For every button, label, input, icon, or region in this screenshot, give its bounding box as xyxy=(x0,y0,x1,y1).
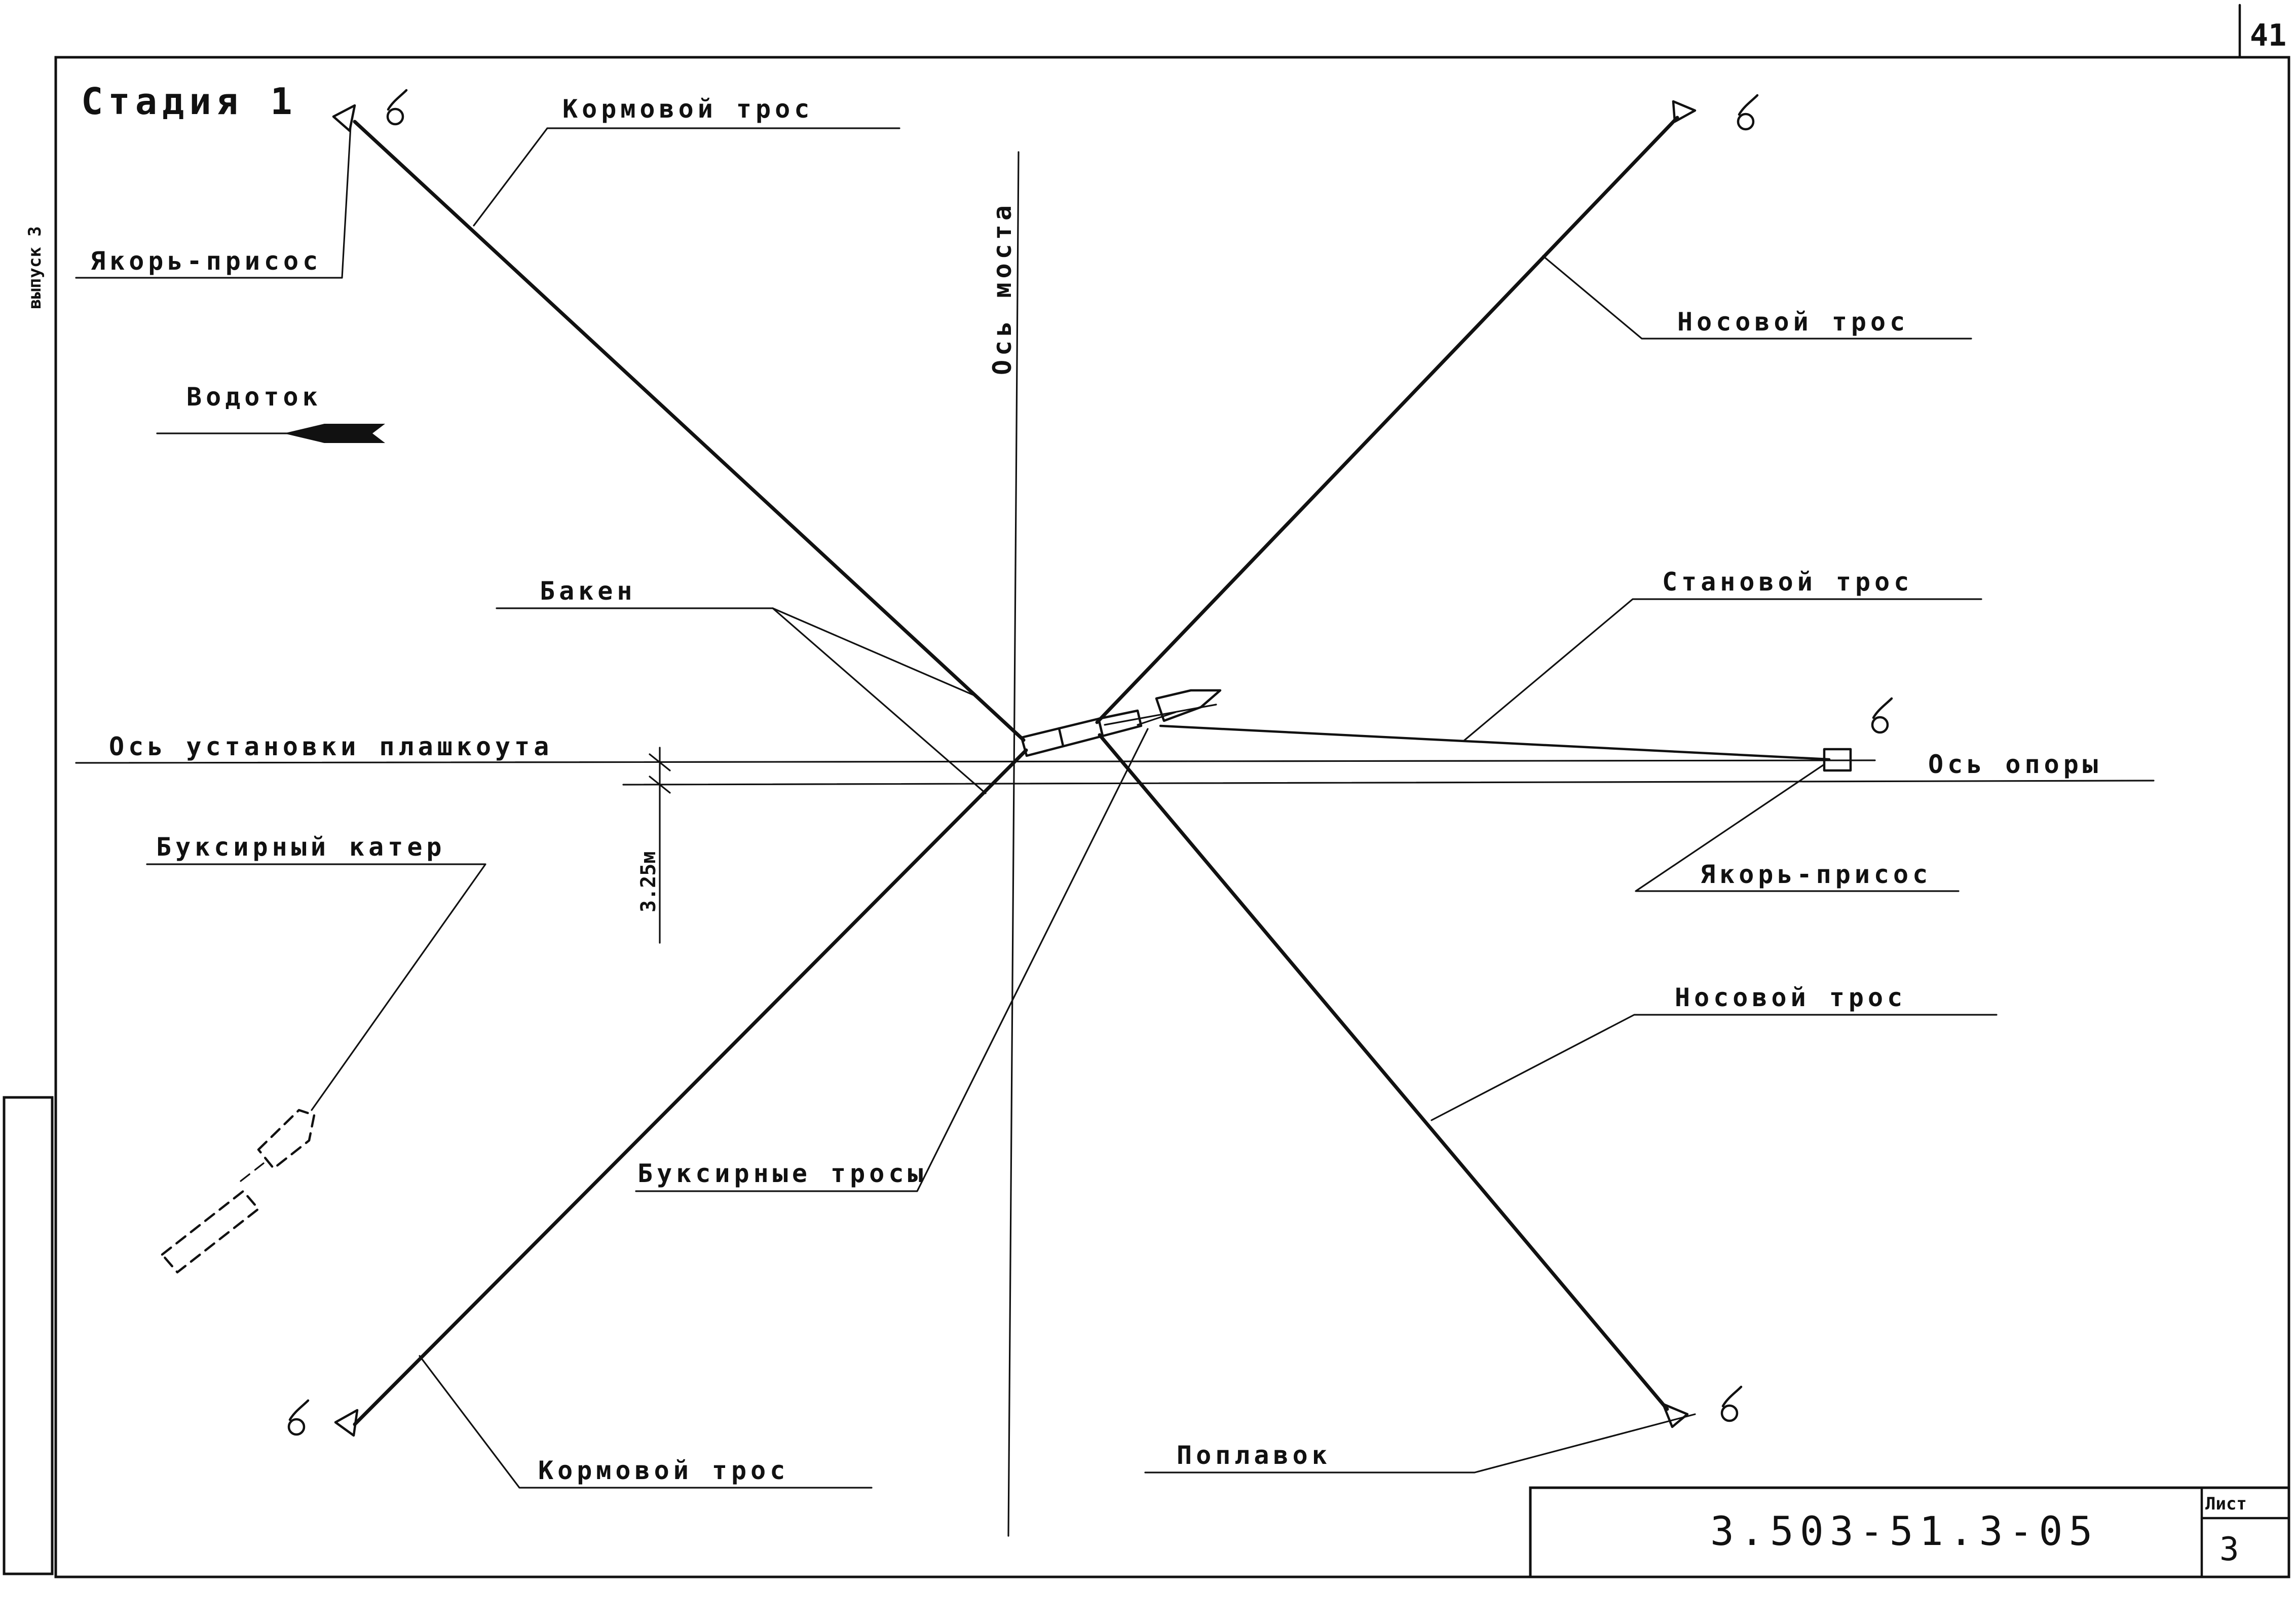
anchor-right-label: Якорь-присос xyxy=(1700,860,1932,889)
float-icon-top-right xyxy=(1737,94,1759,131)
leader-bow-rope-bottom xyxy=(1431,1014,1998,1121)
leader-aft-rope-bottom xyxy=(419,1355,873,1489)
offset-dimension-label: 3.25м xyxy=(637,852,660,912)
aft-rope-bottom-line xyxy=(353,748,1028,1426)
title-block xyxy=(1529,1486,2290,1578)
bow-rope-bottom-line xyxy=(1098,733,1669,1411)
anchor-right-icon xyxy=(1823,748,1852,772)
bow-rope-bottom-label: Носовой трос xyxy=(1675,983,1906,1012)
document-code: 3.503-51.3-05 xyxy=(1710,1509,2098,1555)
buoy-label: Бакен xyxy=(540,576,636,606)
sheet-label: Лист xyxy=(2205,1494,2247,1514)
anchor-top-left-icon xyxy=(332,104,356,132)
float-icon-right xyxy=(1871,697,1893,734)
anchor-top-right-icon xyxy=(1672,100,1697,123)
aft-rope-bottom-label: Кормовой трос xyxy=(538,1456,789,1485)
tug-boat-icon xyxy=(161,1109,316,1274)
tow-ropes-label: Буксирные тросы xyxy=(637,1159,927,1188)
side-note: выпуск 3 xyxy=(25,226,45,309)
bow-rope-top-line xyxy=(1095,116,1679,724)
sheet-corner-number: 41 xyxy=(2250,18,2286,53)
pontoon-icon xyxy=(1020,709,1143,757)
anchor-top-left-label: Якорь-присос xyxy=(90,246,322,276)
station-rope-label: Становой трос xyxy=(1662,567,1913,597)
flow-label: Водоток xyxy=(186,382,322,412)
aft-rope-top-line xyxy=(353,120,1026,742)
station-rope-line xyxy=(1159,724,1831,761)
bridge-axis-label: Ось моста xyxy=(988,201,1017,375)
bow-rope-top-label: Носовой трос xyxy=(1677,307,1909,337)
dim-tick-bottom xyxy=(649,776,671,794)
drawing-frame xyxy=(54,56,2290,1578)
anchor-bottom-right-icon xyxy=(1662,1403,1689,1428)
sheet-number: 3 xyxy=(2219,1531,2239,1568)
leader-anchor-right xyxy=(1635,763,1960,892)
float-label: Поплавок xyxy=(1177,1441,1331,1470)
tug-boat-label: Буксирный катер xyxy=(156,832,446,862)
leader-buoy-b xyxy=(772,607,987,794)
pontoon-axis-line xyxy=(75,759,1876,764)
binding-strip xyxy=(3,1096,54,1575)
float-icon-top-left xyxy=(386,89,408,126)
pontoon-axis-label: Ось установки плашкоута xyxy=(109,732,553,761)
dim-tick-top xyxy=(649,753,671,771)
float-icon-bottom-right xyxy=(1720,1385,1743,1422)
support-axis-label: Ось опоры xyxy=(1928,750,2102,779)
bridge-axis-line xyxy=(1007,151,1020,1537)
tow-rope-line-b xyxy=(1137,711,1177,726)
leader-float xyxy=(1144,1413,1696,1474)
support-axis-line xyxy=(622,780,2155,786)
flow-arrow-icon xyxy=(156,424,385,443)
leader-station-rope xyxy=(1462,598,1982,742)
float-icon-bottom-left xyxy=(287,1399,310,1436)
leader-tow-ropes xyxy=(635,728,1149,1192)
aft-rope-top-label: Кормовой трос xyxy=(562,94,813,124)
leader-anchor-top-left xyxy=(75,125,352,279)
leader-tug-boat xyxy=(146,863,486,1111)
leader-bow-rope-top xyxy=(1542,255,1972,340)
anchor-bottom-left-icon xyxy=(334,1409,359,1437)
boat-icon xyxy=(1155,689,1222,722)
leader-aft-rope-top xyxy=(473,127,900,227)
leader-buoy xyxy=(496,607,979,698)
stage-title: Стадия 1 xyxy=(81,80,297,123)
